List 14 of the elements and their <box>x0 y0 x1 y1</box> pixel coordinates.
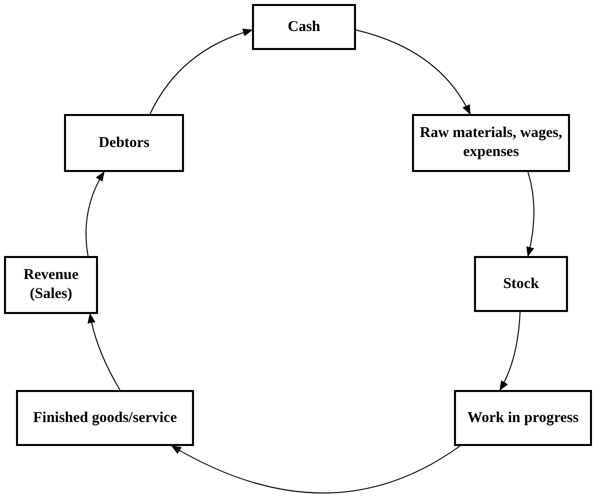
curved-arrow <box>88 313 120 390</box>
process-box: Stock <box>474 256 568 312</box>
curved-arrow <box>86 171 104 256</box>
curved-arrow <box>150 28 253 114</box>
process-box: Raw materials, wages, expenses <box>412 114 570 172</box>
curved-arrow <box>499 312 521 391</box>
curved-arrow <box>171 446 460 494</box>
process-box: Work in progress <box>454 390 592 446</box>
process-box: Revenue (Sales) <box>4 256 98 314</box>
process-box: Debtors <box>64 114 184 172</box>
process-box: Finished goods/service <box>16 390 194 446</box>
curved-arrow <box>356 30 470 115</box>
process-box: Cash <box>252 4 356 50</box>
curved-arrow <box>526 172 534 257</box>
